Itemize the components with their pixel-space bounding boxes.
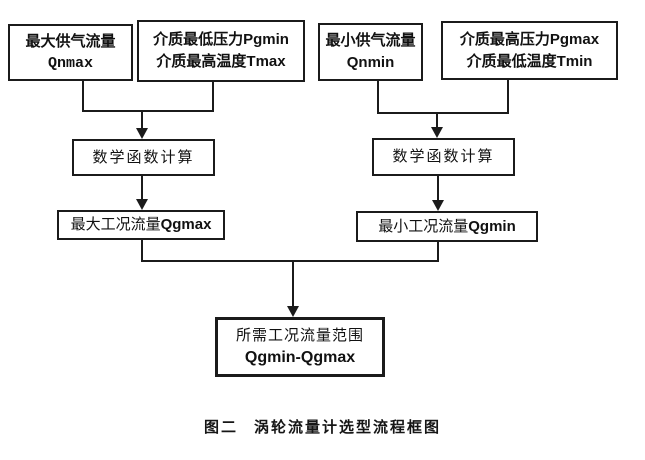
- node-pgmax-line2: 介质最低温度Tmin: [466, 52, 593, 70]
- figure-caption-number: 图二: [203, 419, 238, 436]
- node-math-calc-left: 数学函数计算: [72, 139, 215, 176]
- node-math-calc-left-label: 数学函数计算: [92, 148, 195, 166]
- node-pgmin-line2: 介质最高温度Tmax: [156, 53, 286, 70]
- node-pgmin-tmax: 介质最低压力Pgmin 介质最高温度Tmax: [137, 20, 305, 82]
- arrow-down-icon: [432, 200, 444, 211]
- connector-vertical: [141, 240, 143, 262]
- figure-caption-text: 涡轮流量计选型流程框图: [254, 419, 442, 436]
- node-qnmin: 最小供气流量 Qnmin: [318, 23, 423, 81]
- node-qgmin: 最小工况流量Qgmin: [356, 211, 538, 242]
- node-pgmax-tmin: 介质最高压力Pgmax 介质最低温度Tmin: [441, 21, 618, 80]
- node-qgmax: 最大工况流量Qgmax: [57, 210, 225, 240]
- arrow-down-icon: [136, 128, 148, 139]
- connector-vertical: [437, 242, 439, 262]
- arrow-down-icon: [136, 199, 148, 210]
- connector-vertical: [437, 176, 439, 201]
- node-math-calc-right: 数学函数计算: [372, 138, 515, 176]
- connector-horizontal: [82, 110, 214, 112]
- arrow-down-icon: [431, 127, 443, 138]
- node-qgmin-label: 最小工况流量Qgmin: [378, 217, 516, 235]
- node-qnmax-title: 最大供气流量: [25, 32, 116, 50]
- node-pgmax-line1: 介质最高压力Pgmax: [459, 30, 600, 48]
- arrow-down-icon: [287, 306, 299, 317]
- node-result-range: 所需工况流量范围 Qgmin-Qgmax: [215, 317, 385, 377]
- node-result-line2: Qgmin-Qgmax: [244, 349, 356, 367]
- connector-vertical: [212, 82, 214, 112]
- node-pgmin-line1: 介质最低压力Pgmin: [153, 31, 289, 49]
- connector-horizontal: [377, 112, 509, 114]
- node-qnmin-title: 最小供气流量: [325, 32, 416, 50]
- node-math-calc-right-label: 数学函数计算: [392, 148, 495, 166]
- connector-vertical: [507, 80, 509, 114]
- node-result-line1: 所需工况流量范围: [235, 326, 364, 344]
- node-qnmax: 最大供气流量 Qnmax: [8, 24, 133, 81]
- connector-vertical: [436, 114, 438, 128]
- node-qgmax-label: 最大工况流量Qgmax: [70, 216, 212, 234]
- node-qnmax-value: Qnmax: [47, 54, 93, 72]
- connector-vertical: [377, 80, 379, 114]
- connector-vertical: [141, 176, 143, 200]
- connector-vertical: [141, 112, 143, 129]
- connector-vertical: [292, 262, 294, 306]
- node-qnmin-value: Qnmin: [346, 54, 395, 71]
- connector-vertical: [82, 81, 84, 112]
- figure-caption: 图二涡轮流量计选型流程框图: [0, 416, 645, 437]
- connector-horizontal: [141, 260, 439, 262]
